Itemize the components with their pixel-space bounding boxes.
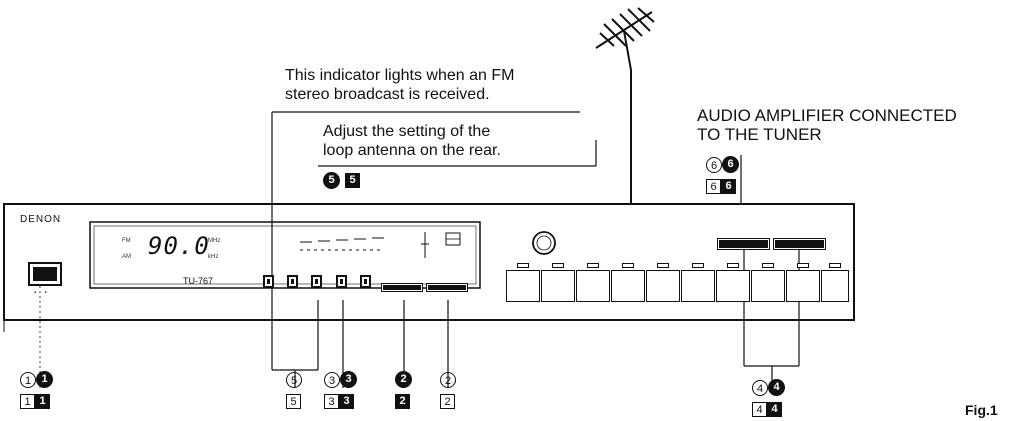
antenna-icon (595, 7, 655, 203)
preset-button-4[interactable] (611, 270, 645, 302)
function-button-1[interactable] (263, 275, 274, 288)
preset-button-7[interactable] (716, 270, 750, 302)
preset-led-9 (797, 263, 809, 268)
stereo-note-line-2: stereo broadcast is received. (285, 86, 490, 103)
preset-button-1[interactable] (506, 270, 540, 302)
band-label-fm: FM (122, 238, 131, 244)
callout-power-circled: 1 (20, 371, 36, 388)
callout-fm-button: 2 2 (395, 369, 412, 413)
callout-stereo: 5 5 (286, 369, 302, 413)
callout-am-circled: 2 (440, 371, 456, 388)
callout-am-button: 2 2 (440, 369, 456, 413)
preset-button-8[interactable] (751, 270, 785, 302)
preset-led-8 (762, 263, 774, 268)
preset-led-4 (622, 263, 634, 268)
callout-power-filled-box: 1 (35, 394, 50, 410)
preset-led-2 (552, 263, 564, 268)
figure-label: Fig.1 (965, 402, 998, 418)
amplifier-note: AUDIO AMPLIFIER CONNECTED TO THE TUNER (697, 106, 957, 144)
tuning-down-button[interactable] (717, 238, 770, 250)
callout-tuning-circled: 4 (752, 379, 768, 396)
preset-button-2[interactable] (541, 270, 575, 302)
preset-button-6[interactable] (681, 270, 715, 302)
callout-amp-filled-box: 6 (721, 179, 736, 195)
callout-am-boxed: 2 (440, 394, 455, 410)
preset-led-3 (587, 263, 599, 268)
callout-power-boxed: 1 (20, 394, 35, 410)
am-band-button[interactable] (426, 283, 468, 292)
callout-tuning-filled-circle: 4 (768, 379, 785, 397)
unit-label-khz: kHz (208, 254, 219, 260)
loop-note-line-2: loop antenna on the rear. (323, 142, 501, 159)
band-label-am: AM (122, 254, 131, 260)
amplifier-note-line-2: TO THE TUNER (697, 125, 822, 144)
preset-led-7 (727, 263, 739, 268)
callout-band-circled: 3 (324, 371, 340, 388)
preset-button-5[interactable] (646, 270, 680, 302)
callout-stereo-boxed: 5 (286, 394, 301, 410)
function-button-5[interactable] (360, 275, 371, 288)
callout-loop-filled-box: 5 (345, 173, 360, 189)
display-window (89, 221, 481, 289)
function-button-2[interactable] (287, 275, 298, 288)
preset-led-1 (517, 263, 529, 268)
loop-antenna-note: Adjust the setting of the loop antenna o… (323, 122, 501, 160)
callout-power-filled-circle: 1 (36, 371, 53, 389)
callout-amp-circled: 6 (706, 156, 722, 173)
tuning-up-button[interactable] (773, 238, 826, 250)
preset-button-9[interactable] (786, 270, 820, 302)
callout-stereo-circled: 5 (286, 371, 302, 388)
model-label: TU-767 (183, 276, 214, 286)
callout-amp-filled-circle: 6 (722, 156, 739, 174)
preset-led-10 (829, 263, 841, 268)
callout-fm-filled-circle: 2 (395, 371, 412, 389)
preset-led-5 (657, 263, 669, 268)
stereo-mode-button[interactable] (311, 275, 322, 288)
power-button[interactable] (28, 262, 62, 286)
callout-tuning-filled-box: 4 (767, 402, 782, 418)
loop-note-line-1: Adjust the setting of the (323, 123, 491, 140)
callout-fm-filled-box: 2 (395, 394, 410, 410)
callout-band-filled-box: 3 (339, 394, 354, 410)
stereo-note-line-1: This indicator lights when an FM (285, 67, 515, 84)
callout-loop-filled-circle: 5 (323, 172, 340, 190)
callout-amp-boxed: 6 (706, 179, 721, 195)
stereo-indicator-note: This indicator lights when an FM stereo … (285, 66, 514, 104)
preset-button-10[interactable] (821, 270, 849, 302)
callout-tuning-boxed: 4 (752, 402, 767, 418)
fm-band-button[interactable] (381, 283, 423, 292)
brand-logo: DENON (20, 214, 62, 225)
callout-band-filled-circle: 3 (340, 371, 357, 389)
tuning-knob (532, 231, 556, 255)
preset-button-3[interactable] (576, 270, 610, 302)
amplifier-note-line-1: AUDIO AMPLIFIER CONNECTED (697, 106, 957, 125)
callout-band-boxed: 3 (324, 394, 339, 410)
unit-label-mhz: MHz (208, 238, 221, 244)
frequency-display: 90.0 (148, 232, 210, 260)
band-button[interactable] (336, 275, 347, 288)
preset-led-6 (692, 263, 704, 268)
